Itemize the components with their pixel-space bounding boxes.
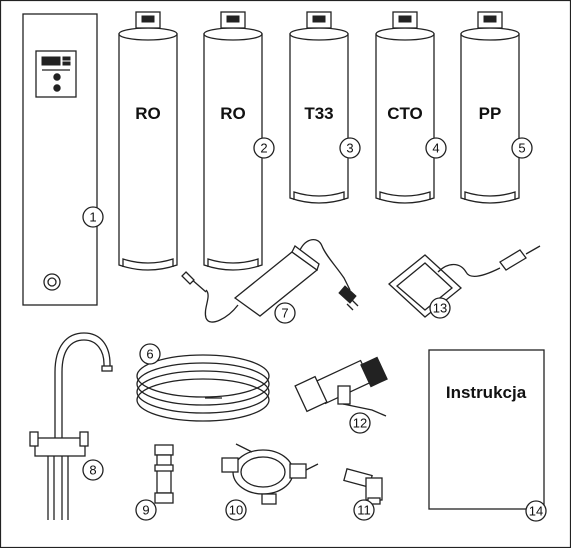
filter-label: T33 xyxy=(304,104,333,123)
callout-4: 4 xyxy=(425,137,447,159)
power-adapter xyxy=(181,239,359,323)
callout-6-number: 6 xyxy=(146,347,153,362)
filter-label: CTO xyxy=(387,104,423,123)
callout-12-number: 12 xyxy=(353,416,367,431)
tubing-coil xyxy=(136,354,270,422)
filter-cartridges: RO RO 2 T33 3 CTO 4 PP 5 xyxy=(118,11,533,271)
callout-13: 13 xyxy=(429,297,451,319)
callout-9: 9 xyxy=(135,499,157,521)
callout-14-number: 14 xyxy=(529,504,543,519)
callout-2: 2 xyxy=(253,137,275,159)
inline-connector xyxy=(154,444,174,504)
callout-3: 3 xyxy=(339,137,361,159)
callout-10-number: 10 xyxy=(229,503,243,518)
filter-label: PP xyxy=(479,104,502,123)
manual-title: Instrukcja xyxy=(446,383,527,402)
callout-10: 10 xyxy=(225,499,247,521)
callout-5: 5 xyxy=(511,137,533,159)
filter-cartridge-4: CTO 4 xyxy=(375,11,447,204)
callout-2-number: 2 xyxy=(260,141,267,156)
callout-8: 8 xyxy=(82,459,104,481)
callout-14: 14 xyxy=(525,500,547,522)
callout-1-number: 1 xyxy=(89,210,96,225)
ball-valve xyxy=(294,356,388,417)
callout-9-number: 9 xyxy=(142,503,149,518)
callout-4-number: 4 xyxy=(432,141,439,156)
callout-5-number: 5 xyxy=(518,141,525,156)
elbow-fitting xyxy=(343,468,383,505)
filter-cartridge-5: PP 5 xyxy=(460,11,533,204)
callout-12: 12 xyxy=(349,412,371,434)
callout-11: 11 xyxy=(353,499,375,521)
callout-13-number: 13 xyxy=(433,301,447,316)
callout-7-number: 7 xyxy=(281,306,288,321)
callout-7: 7 xyxy=(274,302,296,324)
faucet xyxy=(29,332,113,520)
filter-label: RO xyxy=(135,104,161,123)
callout-1: 1 xyxy=(82,206,104,228)
callout-11-number: 11 xyxy=(357,503,371,518)
filter-label: RO xyxy=(220,104,246,123)
filter-cartridge-1: RO xyxy=(118,11,178,271)
filter-cartridge-3: T33 3 xyxy=(289,11,361,204)
filter-cartridge-2: RO 2 xyxy=(203,11,275,271)
callout-8-number: 8 xyxy=(89,463,96,478)
drain-saddle-clamp xyxy=(221,443,319,505)
leak-sensor xyxy=(388,245,541,318)
instruction-manual: Instrukcja xyxy=(428,349,545,510)
callout-3-number: 3 xyxy=(346,141,353,156)
control-panel-box xyxy=(22,13,98,306)
callout-6: 6 xyxy=(139,343,161,365)
